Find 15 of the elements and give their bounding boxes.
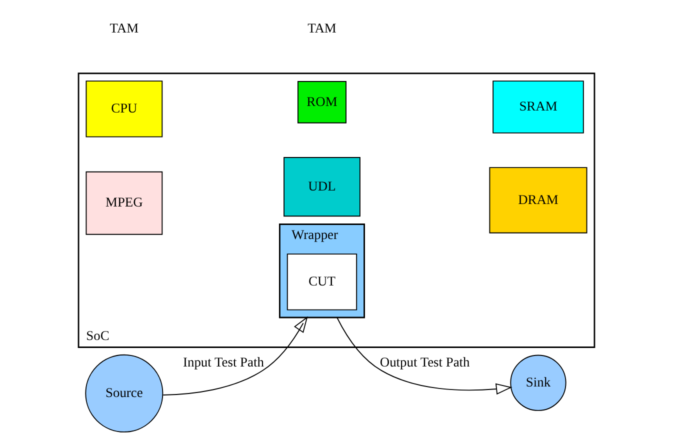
arrow: [336, 317, 512, 395]
node-box: MPEG: [86, 171, 163, 235]
label: TAM: [308, 20, 336, 36]
node-box: ROM: [297, 81, 346, 124]
node-box: CUT: [286, 254, 358, 310]
node-circle: Sink: [510, 354, 566, 411]
label: TAM: [110, 20, 139, 36]
edge-label: Input Test Path: [183, 354, 264, 370]
node-circle: Source: [85, 354, 164, 432]
arrow: [162, 316, 308, 396]
edge-label: Output Test Path: [380, 354, 470, 370]
node-box: UDL: [284, 156, 360, 217]
node-box: DRAM: [489, 167, 588, 234]
node-box: SRAM: [492, 80, 584, 134]
node-box: CPU: [86, 80, 163, 138]
